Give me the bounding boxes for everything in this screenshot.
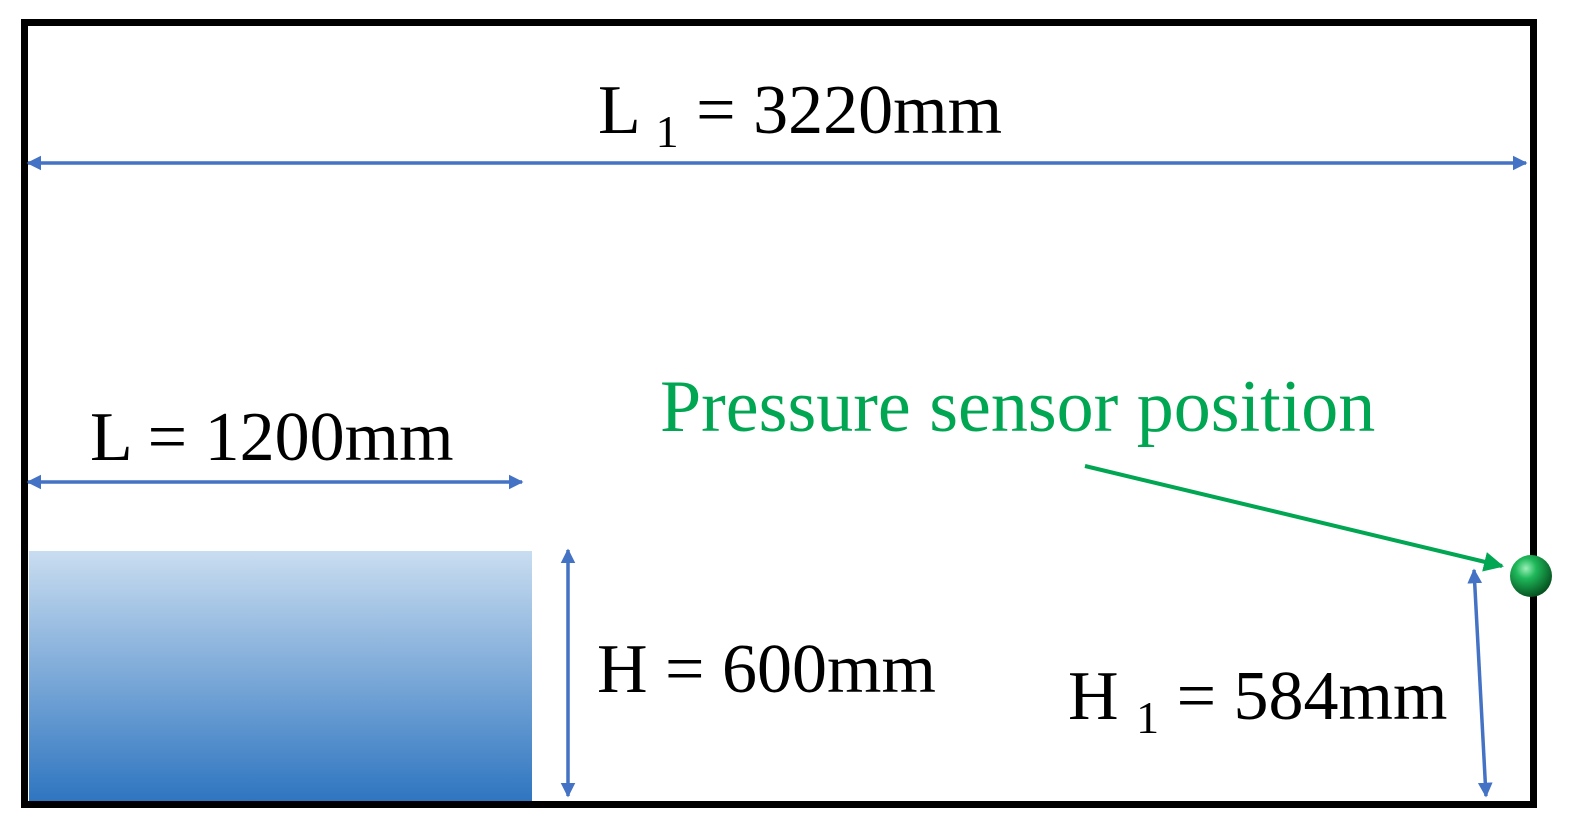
l1-label: L 1 = 3220mm (598, 72, 1002, 163)
l1-value: = 3220mm (696, 72, 1002, 149)
h1-subscript: 1 (1136, 692, 1159, 743)
sensor-pointer-arrow (1084, 464, 1504, 572)
h-label: H = 600mm (597, 631, 936, 708)
sensor-marker-icon (1510, 555, 1552, 597)
sensor-label: Pressure sensor position (660, 366, 1375, 448)
l1-subscript: 1 (656, 106, 679, 157)
h1-dimension-arrow (1467, 568, 1493, 798)
water-column (29, 551, 532, 802)
h1-value: = 584mm (1177, 658, 1448, 735)
tank-frame (21, 19, 1537, 808)
h1-label: H 1 = 584mm (1068, 658, 1447, 749)
l-label: L = 1200mm (90, 399, 454, 476)
l1-main: L (598, 72, 638, 149)
h1-main: H (1068, 658, 1119, 735)
